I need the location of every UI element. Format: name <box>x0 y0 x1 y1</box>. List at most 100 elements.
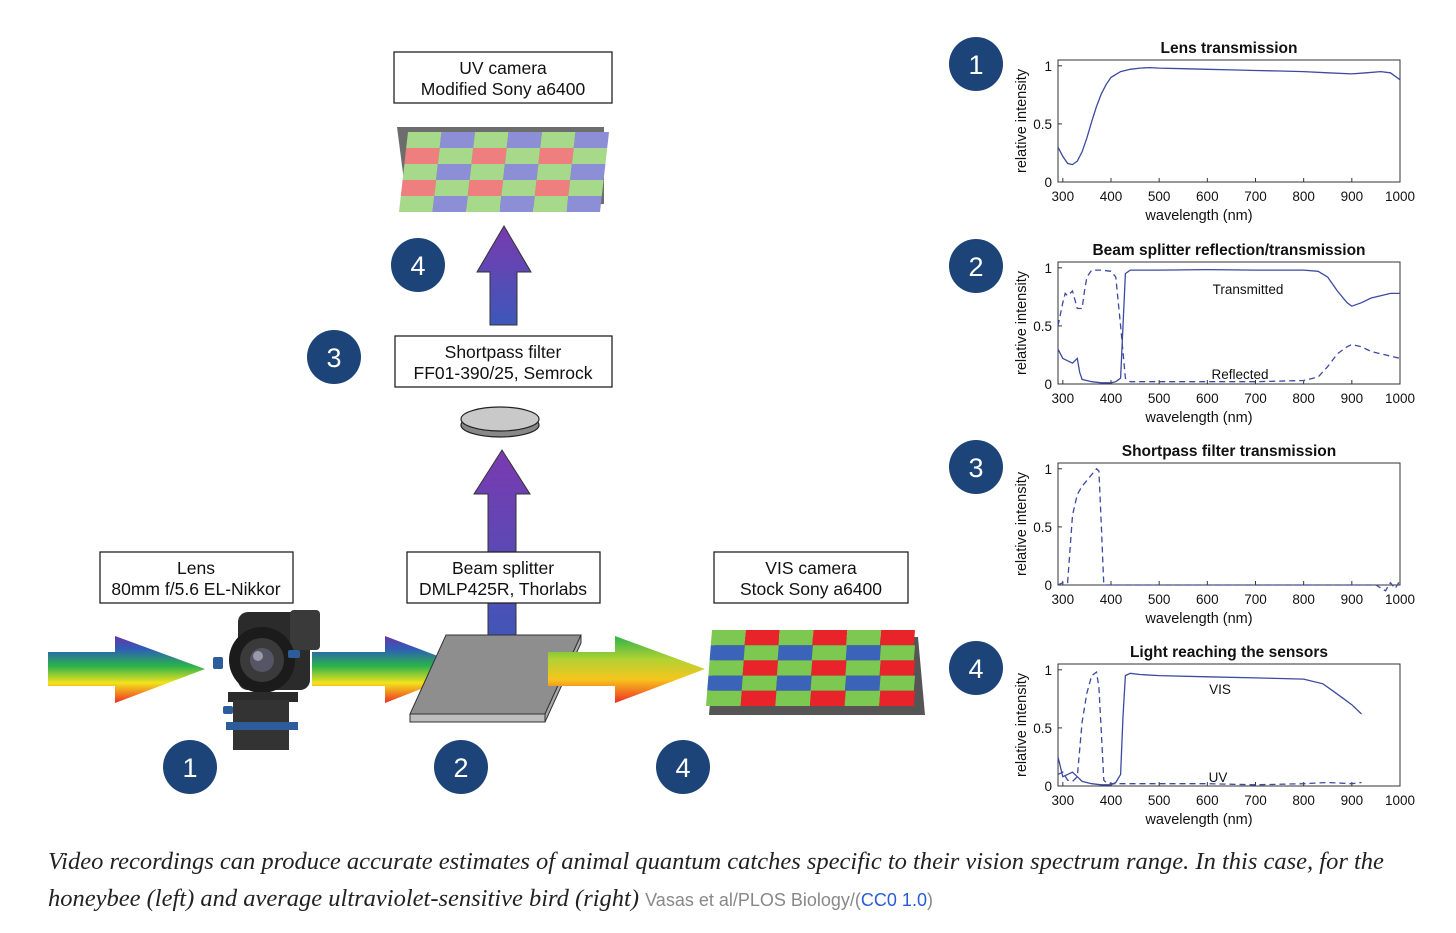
chart-badge <box>949 239 1003 293</box>
x-tick-label: 400 <box>1100 189 1123 204</box>
badge-lens-1: 1 <box>163 740 217 794</box>
vis-camera-line1: VIS camera <box>765 558 857 578</box>
credit-prefix: Vasas et al/PLOS Biology/( <box>645 890 861 910</box>
transmitted-light-arrow <box>548 636 705 703</box>
lens-line1: Lens <box>177 558 215 578</box>
y-tick-label: 0.5 <box>1033 117 1052 132</box>
uv-sensor-cell <box>436 164 472 180</box>
x-tick-label: 800 <box>1292 592 1315 607</box>
uv-sensor-cell <box>536 164 572 180</box>
vis-sensor-cell <box>811 645 847 661</box>
y-axis-label: relative intensity <box>1014 270 1030 375</box>
series-line <box>1057 66 1401 166</box>
x-tick-label: 700 <box>1244 592 1267 607</box>
x-tick-label: 400 <box>1100 391 1123 406</box>
label-box-lens: Lens 80mm f/5.6 EL-Nikkor <box>99 551 294 604</box>
uv-sensor-cell <box>506 132 542 148</box>
series-line <box>1057 269 1401 383</box>
chart-badge-label: 2 <box>968 252 983 282</box>
vis-sensor <box>706 630 925 715</box>
x-axis-label: wavelength (nm) <box>1144 812 1252 828</box>
svg-text:4: 4 <box>675 753 690 783</box>
lens-line2: 80mm f/5.6 EL-Nikkor <box>111 579 280 599</box>
vis-sensor-cell <box>778 630 814 646</box>
x-tick-label: 300 <box>1052 793 1075 808</box>
chart-title: Beam splitter reflection/transmission <box>1092 242 1365 259</box>
label-box-uv-camera: UV camera Modified Sony a6400 <box>393 51 613 104</box>
uv-sensor-cell <box>469 164 505 180</box>
uv-sensor-cell <box>566 196 602 212</box>
uv-sensor-cell <box>437 148 474 164</box>
x-tick-label: 900 <box>1341 793 1364 808</box>
label-box-beam-splitter: Beam splitter DMLP425R, Thorlabs <box>406 551 601 604</box>
vis-sensor-cell <box>710 630 746 646</box>
vis-sensor-cell <box>844 675 881 691</box>
uv-camera-line1: UV camera <box>459 58 547 78</box>
uv-sensor-cell <box>538 148 574 164</box>
chart-badge <box>949 37 1003 91</box>
license-link[interactable]: CC0 1.0 <box>860 890 927 910</box>
beam-splitter-line2: DMLP425R, Thorlabs <box>419 579 587 599</box>
x-tick-label: 800 <box>1292 793 1315 808</box>
vis-sensor-cell <box>879 630 915 646</box>
x-tick-label: 500 <box>1148 189 1171 204</box>
shortpass-line2: FF01-390/25, Semrock <box>414 363 593 383</box>
plot-frame <box>1057 462 1401 586</box>
uv-sensor-cell <box>573 132 609 148</box>
y-tick-label: 0 <box>1044 377 1052 392</box>
svg-text:2: 2 <box>453 753 468 783</box>
plot-frame <box>1057 59 1401 183</box>
x-tick-label: 600 <box>1196 592 1219 607</box>
vis-sensor-cell <box>777 645 813 661</box>
y-axis-label: relative intensity <box>1014 672 1030 777</box>
x-tick-label: 600 <box>1196 189 1219 204</box>
label-box-shortpass: Shortpass filter FF01-390/25, Semrock <box>394 335 613 388</box>
svg-text:3: 3 <box>326 343 341 373</box>
y-axis-label: relative intensity <box>1014 68 1030 173</box>
uv-sensor-cell <box>399 196 435 212</box>
chart-title: Shortpass filter transmission <box>1122 443 1336 460</box>
caption-credit: Vasas et al/PLOS Biology/(CC0 1.0) <box>645 890 933 910</box>
y-tick-label: 1 <box>1044 663 1052 678</box>
vis-sensor-cell <box>845 645 881 661</box>
figure-caption: Video recordings can produce accurate es… <box>48 843 1428 919</box>
x-tick-label: 300 <box>1052 592 1075 607</box>
x-tick-label: 700 <box>1244 793 1267 808</box>
vis-sensor-cell <box>740 690 777 706</box>
beam-splitter-plate <box>409 634 582 723</box>
series-annotation: Reflected <box>1211 367 1268 382</box>
chart-badge <box>949 641 1003 695</box>
x-tick-label: 600 <box>1196 793 1219 808</box>
badge-shortpass-3: 3 <box>307 330 361 384</box>
chart-title: Lens transmission <box>1161 40 1298 57</box>
plot-frame <box>1057 663 1401 787</box>
uv-sensor-cell <box>504 148 541 164</box>
uv-sensor-cell <box>499 196 535 212</box>
y-tick-label: 1 <box>1044 261 1052 276</box>
x-tick-label: 500 <box>1148 391 1171 406</box>
y-tick-label: 1 <box>1044 462 1052 477</box>
chart-badge-label: 1 <box>968 50 983 80</box>
vis-sensor-cell <box>812 630 848 646</box>
y-tick-label: 0 <box>1044 175 1052 190</box>
vis-sensor-cell <box>743 645 779 661</box>
uv-sensor-cell <box>400 180 437 196</box>
beam-splitter-line1: Beam splitter <box>452 558 554 578</box>
uv-sensor-cell <box>501 180 537 196</box>
vis-sensor-cell <box>744 630 780 646</box>
y-tick-label: 0.5 <box>1033 520 1052 535</box>
vis-sensor-cell <box>775 690 812 706</box>
svg-text:4: 4 <box>410 251 425 281</box>
vis-sensor-cell <box>811 660 847 676</box>
chart-badge <box>949 440 1003 494</box>
x-tick-label: 500 <box>1148 793 1171 808</box>
x-tick-label: 700 <box>1244 189 1267 204</box>
x-tick-label: 800 <box>1292 391 1315 406</box>
x-tick-label: 300 <box>1052 189 1075 204</box>
incoming-light-arrow <box>48 636 205 703</box>
vis-sensor-cell <box>879 645 915 661</box>
uv-sensor-cell <box>466 196 502 212</box>
x-tick-label: 1000 <box>1385 391 1415 406</box>
